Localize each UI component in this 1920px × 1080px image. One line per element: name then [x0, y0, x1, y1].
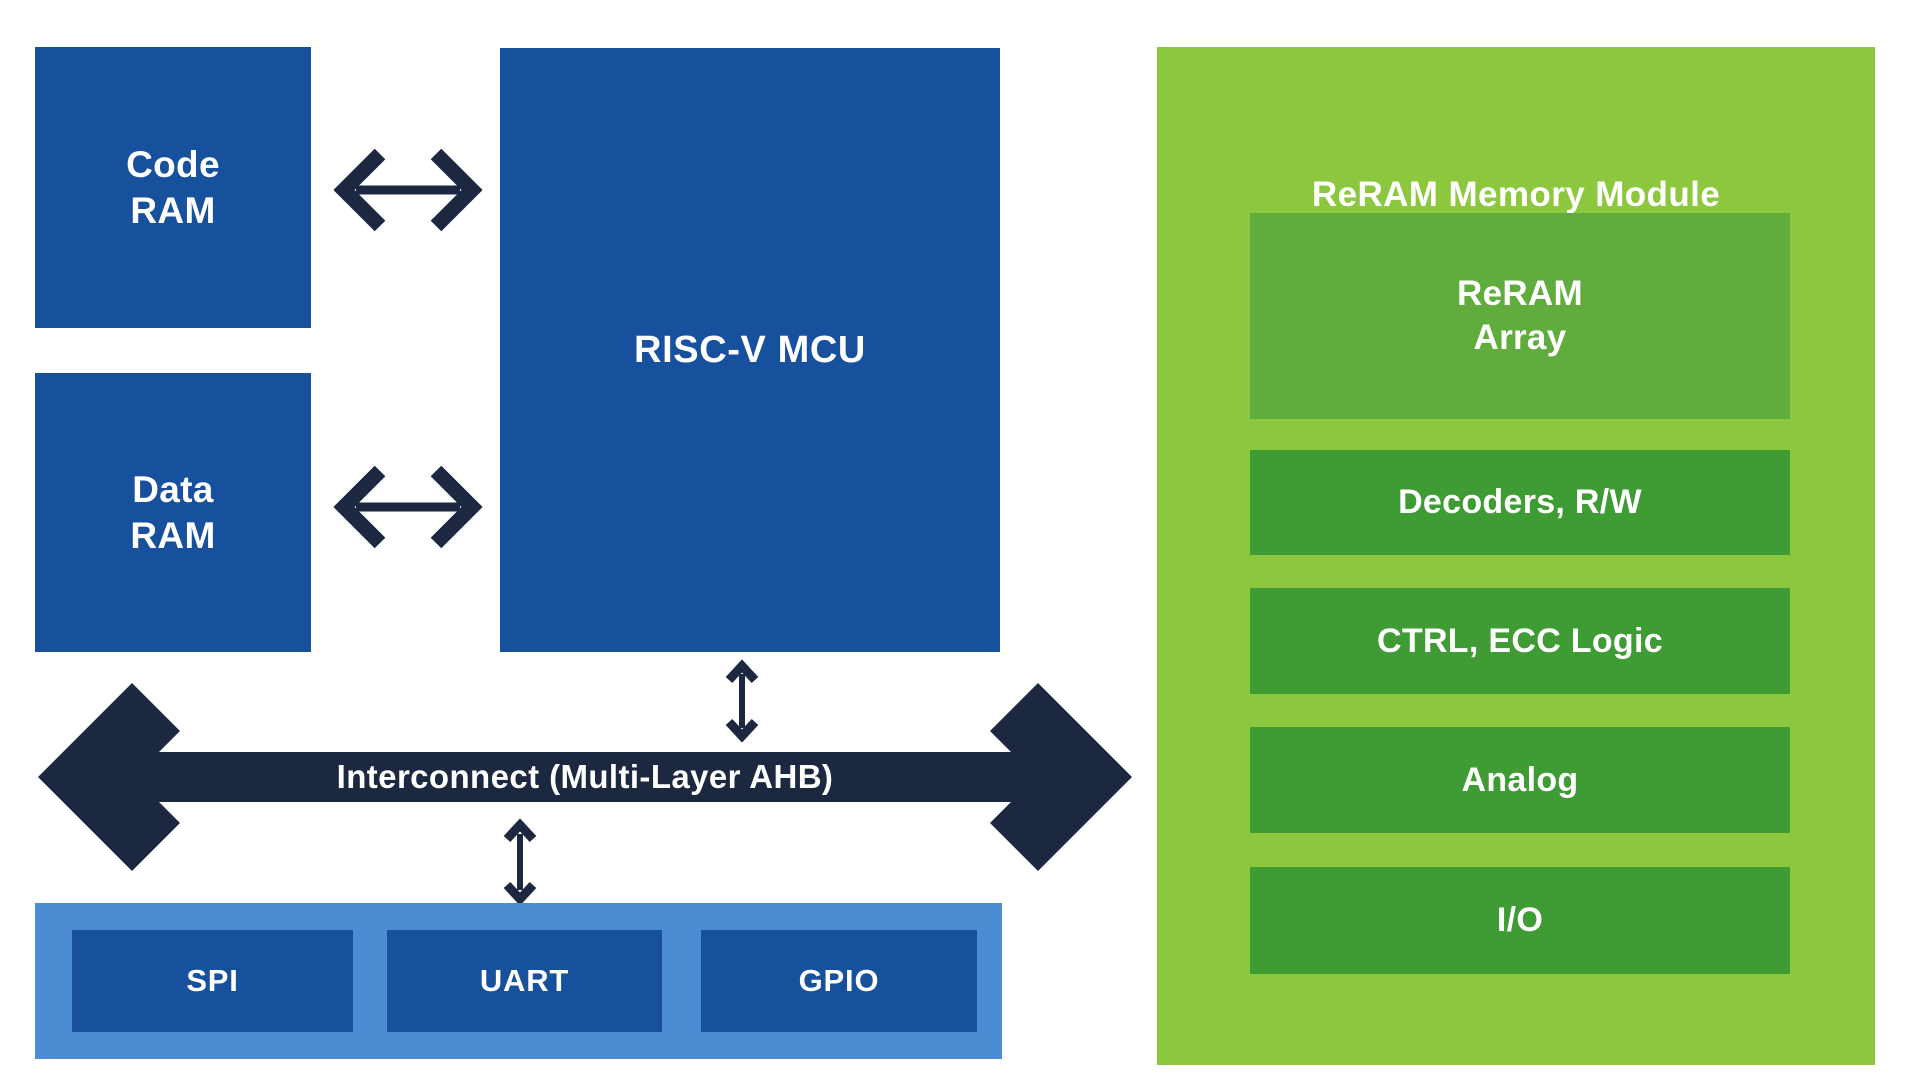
- interconnect-bus-arrow: [38, 683, 1132, 871]
- riscv-mcu-label: RISC-V MCU: [634, 328, 866, 371]
- io-label: I/O: [1496, 901, 1544, 939]
- uart-label: UART: [479, 963, 570, 998]
- spi-block: SPI: [72, 930, 353, 1032]
- data-ram-block: Data RAM: [35, 373, 311, 652]
- riscv-mcu-block: RISC-V MCU: [500, 48, 1000, 652]
- code-ram-label: Code RAM: [126, 144, 220, 231]
- reram-memory-module: ReRAM Memory Module ReRAM Array Decoders…: [1157, 47, 1875, 1065]
- reram-module-title: ReRAM Memory Module: [1311, 175, 1721, 214]
- ctrl-ecc-logic-label: CTRL, ECC Logic: [1377, 621, 1663, 660]
- peripherals-bar: SPI UART GPIO: [35, 903, 1002, 1059]
- data-ram-label: Data RAM: [130, 469, 216, 556]
- uart-block: UART: [387, 930, 662, 1032]
- code-ram-mcu-arrow: [333, 148, 483, 232]
- reram-array-label: ReRAM Array: [1457, 274, 1583, 357]
- interconnect-bus-label: Interconnect (Multi-Layer AHB): [336, 758, 834, 795]
- mcu-interconnect-arrow: [725, 659, 759, 743]
- code-ram-block: Code RAM: [35, 47, 311, 328]
- analog-block: Analog: [1250, 727, 1790, 833]
- spi-label: SPI: [186, 963, 239, 998]
- reram-array-block: ReRAM Array: [1250, 213, 1790, 419]
- decoders-rw-block: Decoders, R/W: [1250, 450, 1790, 555]
- ctrl-ecc-logic-block: CTRL, ECC Logic: [1250, 588, 1790, 694]
- gpio-label: GPIO: [798, 963, 880, 998]
- decoders-rw-label: Decoders, R/W: [1398, 483, 1642, 521]
- data-ram-mcu-arrow: [333, 465, 483, 549]
- analog-label: Analog: [1461, 760, 1579, 799]
- interconnect-peripherals-arrow: [503, 818, 537, 906]
- io-block: I/O: [1250, 867, 1790, 974]
- gpio-block: GPIO: [701, 930, 977, 1032]
